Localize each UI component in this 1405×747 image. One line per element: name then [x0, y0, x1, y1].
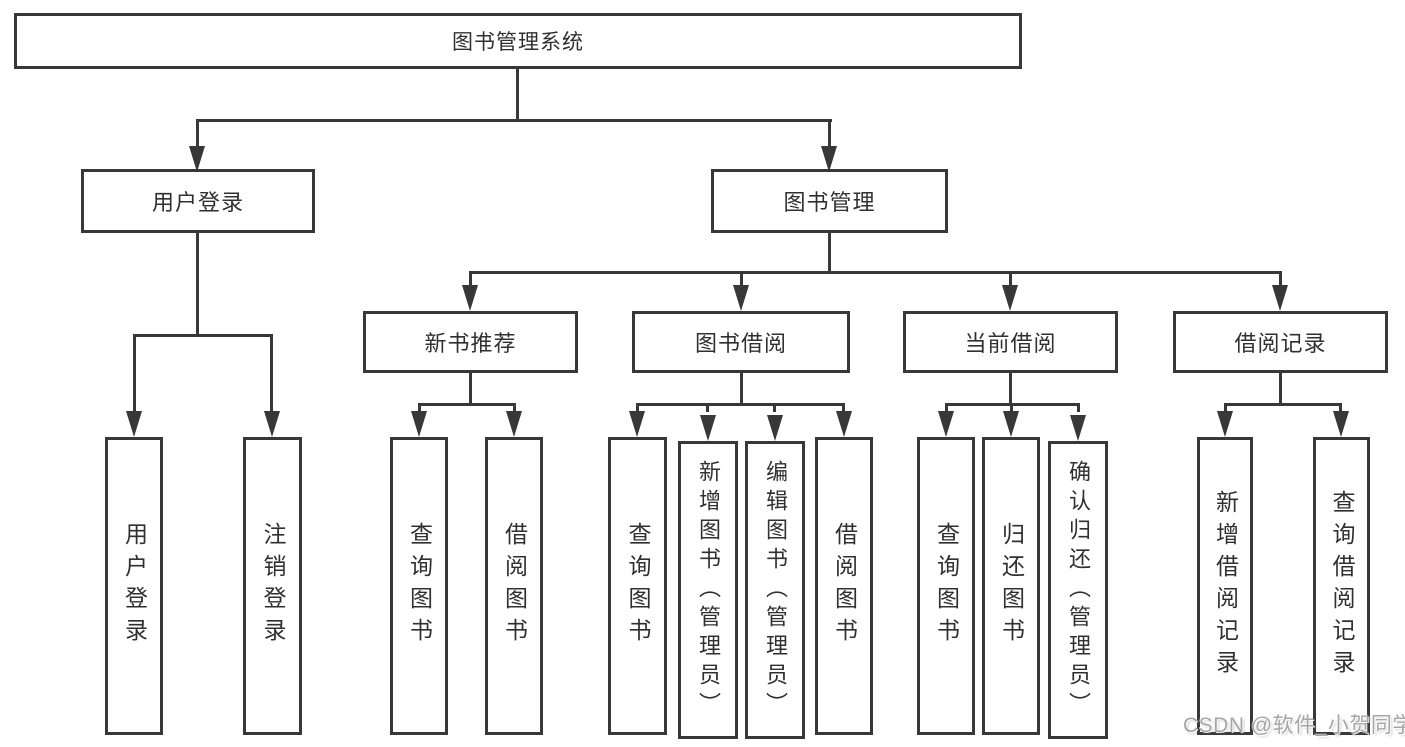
arrow-down-icon	[1002, 285, 1018, 311]
leaf-logout-label: 注销登录	[260, 522, 286, 650]
arrow-down-icon	[1070, 415, 1086, 441]
connector-line	[636, 403, 639, 412]
connector-line	[1224, 403, 1342, 406]
arrow-down-icon	[126, 411, 142, 437]
arrow-down-icon	[821, 146, 837, 172]
arrow-down-icon	[506, 411, 522, 437]
node-book-borrow-label: 图书借阅	[694, 331, 787, 356]
leaf-record-add: 新增借阅记录	[1197, 437, 1253, 735]
node-book-management: 图书管理	[711, 169, 948, 233]
leaf-borrow-query-books: 查询图书	[608, 437, 667, 735]
leaf-record-add-label: 新增借阅记录	[1212, 490, 1239, 682]
arrow-down-icon	[1333, 411, 1349, 437]
leaf-borrow-add-book-admin: 新增图书（管理员）	[678, 441, 738, 739]
arrow-down-icon	[938, 411, 954, 437]
arrow-down-icon	[733, 285, 749, 311]
connector-line	[513, 403, 516, 412]
arrow-down-icon	[462, 285, 478, 311]
connector-line	[196, 119, 832, 122]
connector-line	[1339, 403, 1342, 412]
node-book-management-label: 图书管理	[783, 190, 876, 215]
node-new-book-recommend-label: 新书推荐	[424, 331, 517, 356]
leaf-record-query: 查询借阅记录	[1313, 437, 1370, 735]
leaf-newbook-query-books-label: 查询图书	[406, 522, 433, 650]
node-user-login-label: 用户登录	[151, 190, 244, 215]
connector-line	[469, 373, 472, 405]
leaf-user-login-label: 用户登录	[121, 522, 148, 650]
connector-line	[1010, 403, 1013, 412]
leaf-current-confirm-return-admin-label: 确认归还（管理员）	[1066, 459, 1091, 721]
leaf-current-return-books: 归还图书	[982, 437, 1040, 735]
connector-line	[1009, 271, 1012, 285]
node-borrow-record-label: 借阅记录	[1234, 331, 1327, 356]
leaf-borrow-borrow-books-label: 借阅图书	[831, 522, 858, 650]
node-borrow-record: 借阅记录	[1173, 311, 1388, 373]
connector-line	[418, 403, 516, 406]
node-book-borrow: 图书借阅	[632, 311, 850, 373]
leaf-user-login: 用户登录	[105, 437, 163, 735]
leaf-current-query-books: 查询图书	[917, 437, 975, 735]
connector-line	[1009, 373, 1012, 405]
connector-line	[133, 334, 273, 337]
connector-line	[418, 403, 421, 412]
csdn-watermark: CSDN @软件_小贺同学	[1183, 714, 1405, 737]
connector-line	[516, 69, 519, 121]
node-user-login: 用户登录	[81, 169, 315, 233]
connector-line	[740, 373, 743, 405]
connector-line	[842, 403, 845, 412]
leaf-borrow-edit-book-admin: 编辑图书（管理员）	[745, 441, 805, 739]
arrow-down-icon	[700, 415, 716, 441]
leaf-logout: 注销登录	[243, 437, 302, 735]
leaf-record-query-label: 查询借阅记录	[1329, 490, 1355, 682]
connector-line	[196, 233, 199, 336]
arrow-down-icon	[629, 411, 645, 437]
leaf-newbook-query-books: 查询图书	[390, 437, 448, 735]
connector-line	[196, 119, 199, 148]
connector-line	[828, 233, 831, 274]
arrow-down-icon	[836, 411, 852, 437]
connector-line	[773, 403, 776, 412]
leaf-borrow-query-books-label: 查询图书	[625, 522, 651, 650]
arrow-down-icon	[1003, 411, 1019, 437]
arrow-down-icon	[767, 415, 783, 441]
connector-line	[1279, 373, 1282, 405]
leaf-current-confirm-return-admin: 确认归还（管理员）	[1048, 441, 1108, 739]
node-new-book-recommend: 新书推荐	[363, 311, 578, 373]
node-root: 图书管理系统	[14, 13, 1022, 69]
arrow-down-icon	[1272, 285, 1288, 311]
arrow-down-icon	[411, 411, 427, 437]
arrow-down-icon	[264, 411, 280, 437]
connector-line	[1224, 403, 1227, 412]
connector-line	[828, 119, 831, 148]
connector-line	[740, 271, 743, 285]
connector-line	[270, 334, 273, 411]
leaf-borrow-borrow-books: 借阅图书	[815, 437, 873, 735]
leaf-newbook-borrow-books: 借阅图书	[485, 437, 543, 735]
connector-line	[1279, 271, 1282, 285]
arrow-down-icon	[189, 146, 205, 172]
leaf-borrow-add-book-admin-label: 新增图书（管理员）	[696, 459, 721, 721]
node-root-label: 图书管理系统	[452, 31, 584, 54]
connector-line	[133, 334, 136, 411]
connector-line	[1077, 403, 1080, 412]
connector-line	[636, 403, 845, 406]
leaf-current-return-books-label: 归还图书	[998, 522, 1025, 650]
node-current-borrow-label: 当前借阅	[964, 331, 1057, 356]
arrow-down-icon	[1217, 411, 1233, 437]
leaf-current-query-books-label: 查询图书	[933, 522, 960, 650]
leaf-borrow-edit-book-admin-label: 编辑图书（管理员）	[763, 459, 788, 721]
node-current-borrow: 当前借阅	[903, 311, 1118, 373]
connector-line	[469, 271, 472, 285]
connector-line	[706, 403, 709, 412]
leaf-newbook-borrow-books-label: 借阅图书	[501, 522, 528, 650]
connector-line	[469, 271, 1282, 274]
connector-line	[945, 403, 948, 412]
